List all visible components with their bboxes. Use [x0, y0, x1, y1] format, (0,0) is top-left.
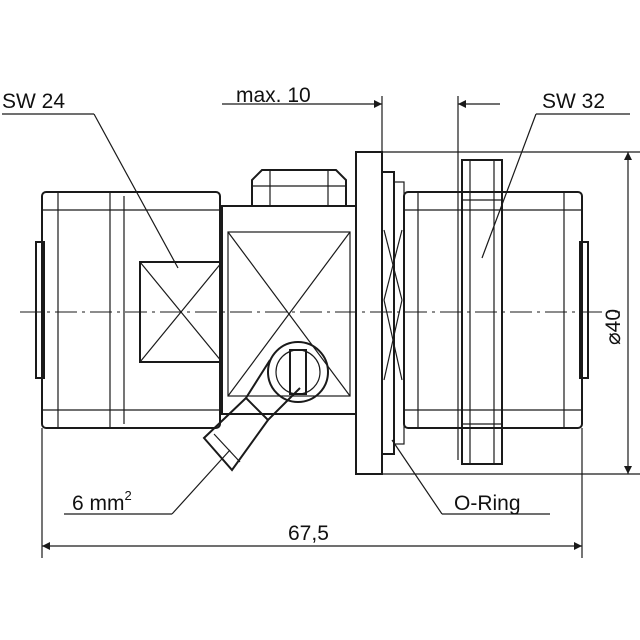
oring-label: O-Ring	[454, 492, 521, 515]
dimension-length	[41, 428, 583, 558]
sw24-leader	[2, 113, 179, 269]
ground-screw	[267, 341, 329, 403]
sw32-label: SW 32	[542, 90, 605, 113]
sw32-leader	[481, 113, 630, 259]
wire-size-label: 6 mm2	[72, 488, 132, 515]
dimension-max10	[222, 96, 500, 460]
flange-plate	[355, 151, 405, 475]
left-connector-body	[35, 191, 221, 429]
oring-leader	[391, 439, 550, 515]
cable-lug	[202, 359, 301, 472]
length-label: 67,5	[288, 522, 329, 545]
oring-seal	[383, 229, 403, 381]
sw24-label: SW 24	[2, 90, 65, 113]
diameter-label: ⌀40	[602, 309, 625, 345]
top-hex-nut	[251, 169, 347, 206]
dimension-diameter	[382, 151, 640, 475]
max10-label: max. 10	[236, 84, 311, 107]
wire-size-leader	[64, 449, 231, 515]
right-connector-body	[403, 191, 589, 429]
